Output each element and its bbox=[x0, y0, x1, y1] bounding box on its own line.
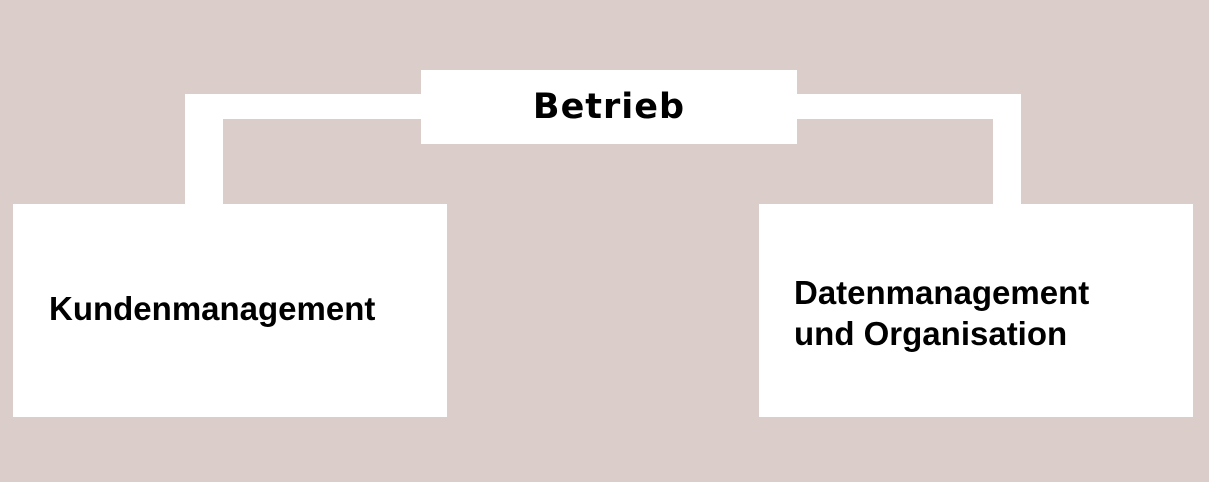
root-node-label: Betrieb bbox=[532, 87, 686, 127]
child-node-label-line-1: Datenmanagement bbox=[794, 274, 1090, 311]
connector-left-horizontal bbox=[185, 94, 425, 119]
connector-right-vertical bbox=[993, 94, 1021, 208]
child-node-label: Kundenmanagement bbox=[49, 289, 376, 327]
connector-right-horizontal bbox=[793, 94, 1021, 119]
child-node-datenmanagement: Datenmanagement und Organisation bbox=[759, 204, 1193, 417]
connector-left-vertical bbox=[185, 94, 223, 208]
root-node: Betrieb bbox=[421, 70, 797, 144]
child-node-kundenmanagement: Kundenmanagement bbox=[13, 204, 447, 417]
child-node-label-line-2: und Organisation bbox=[794, 315, 1068, 352]
